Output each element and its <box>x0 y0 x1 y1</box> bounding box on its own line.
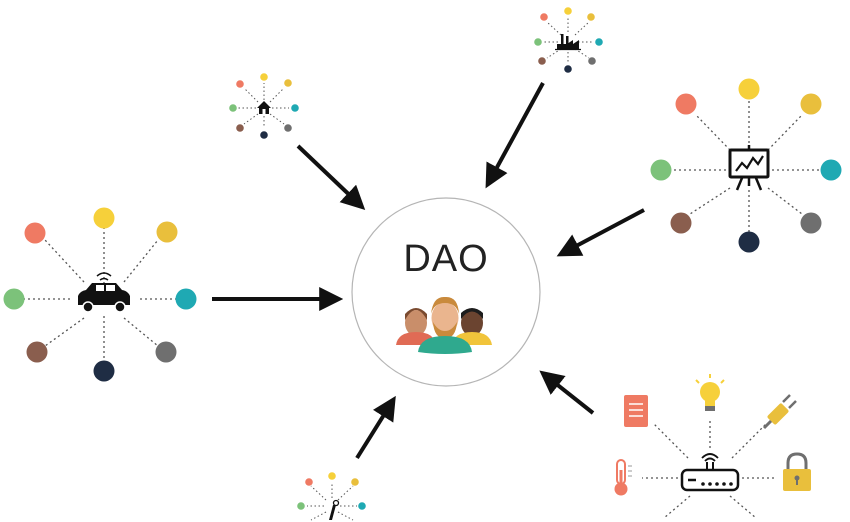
thermometer-icon <box>614 459 632 496</box>
smart-home-icon <box>257 101 271 114</box>
dot-coral <box>24 222 46 244</box>
dot-navy <box>93 360 115 382</box>
node-factory <box>534 7 603 73</box>
lightbulb-icon <box>695 374 725 411</box>
node-car <box>3 207 197 382</box>
dot-grey <box>155 341 177 363</box>
dot-teal <box>175 288 197 310</box>
dao-circle <box>351 197 541 387</box>
arrow-from-router <box>539 370 595 415</box>
router-icon <box>680 453 740 492</box>
connected-car-icon <box>78 272 130 313</box>
document-icon <box>624 395 648 427</box>
dao-title: DAO <box>403 238 489 280</box>
dot-mustard <box>156 221 178 243</box>
node-home <box>229 73 299 139</box>
tool-icon <box>329 499 340 520</box>
arrows <box>212 82 645 460</box>
node-router <box>614 374 811 519</box>
node-bottom <box>297 472 366 521</box>
arrow-from-factory <box>485 82 545 189</box>
node-presentation <box>650 78 842 253</box>
arrow-from-presentation <box>556 208 645 257</box>
dot-green <box>3 288 25 310</box>
dot-brown <box>26 341 48 363</box>
arrow-from-home <box>296 144 366 210</box>
plug-icon <box>762 394 797 430</box>
dot-yellow <box>93 207 115 229</box>
factory-icon <box>555 34 581 51</box>
presentation-chart-icon <box>728 145 770 191</box>
arrow-from-bottom <box>355 395 396 460</box>
padlock-icon <box>783 452 811 491</box>
people-group-icon <box>396 296 492 354</box>
